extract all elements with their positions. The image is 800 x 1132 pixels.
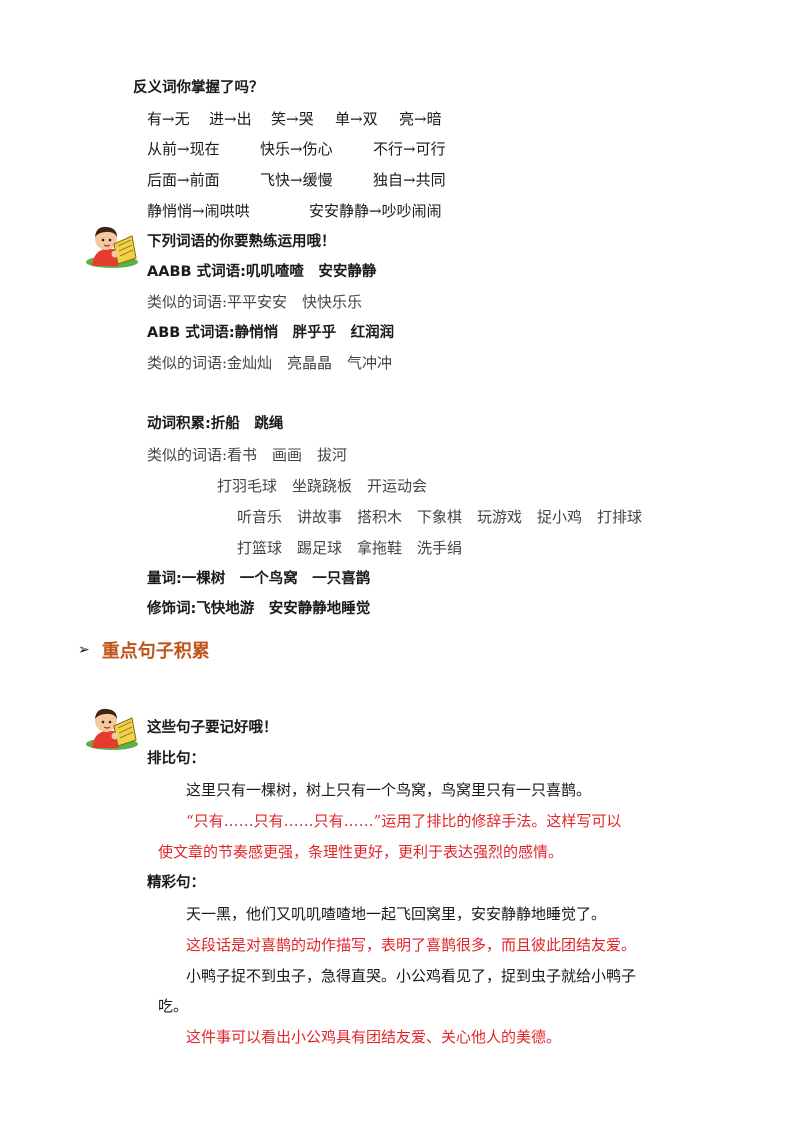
story-line-1: 小鸭子捉不到虫子，急得直哭。小公鸡看见了，捉到虫子就给小鸭子 <box>186 967 637 985</box>
sentences-title: 这些句子要记好哦！ <box>147 720 278 736</box>
child-reading-icon <box>86 708 138 750</box>
antonym-row-1: 有→无 进→出 笑→哭 单→双 亮→暗 <box>147 109 442 129</box>
modifier-words: 修饰词:飞快地游 安安静静地睡觉 <box>147 601 371 617</box>
antonym-item: 进→出 <box>209 110 252 128</box>
parallel-note-line-2: 使文章的节奏感更强，条理性更好，更利于表达强烈的感情。 <box>158 843 564 861</box>
parallel-label: 排比句： <box>147 751 205 767</box>
antonyms-title: 反义词你掌握了吗？ <box>133 80 264 96</box>
wonderful-note: 这段话是对喜鹊的动作描写，表明了喜鹊很多，而且彼此团结友爱。 <box>186 936 637 954</box>
section-heading: ➢ 重点句子积累 <box>78 638 210 662</box>
wonderful-label: 精彩句： <box>147 875 205 891</box>
verb-similar-line-4: 打篮球 踢足球 拿拖鞋 洗手绢 <box>237 539 463 557</box>
antonym-item: 安安静静→吵吵闹闹 <box>309 202 442 220</box>
antonym-item: 亮→暗 <box>399 110 442 128</box>
antonym-item: 不行→可行 <box>373 140 446 158</box>
antonym-row-4: 静悄悄→闹哄哄 安安静静→吵吵闹闹 <box>147 201 442 221</box>
antonym-item: 飞快→缓慢 <box>260 171 333 189</box>
antonym-row-2: 从前→现在 快乐→伤心 不行→可行 <box>147 139 446 159</box>
verb-words: 动词积累:折船 跳绳 <box>147 416 284 432</box>
section-arrow-icon: ➢ <box>78 642 90 658</box>
wonderful-sentence: 天一黑，他们又叽叽喳喳地一起飞回窝里，安安静静地睡觉了。 <box>186 905 607 923</box>
abb-similar-words: 类似的词语:金灿灿 亮晶晶 气冲冲 <box>147 354 393 372</box>
antonym-item: 有→无 <box>147 110 190 128</box>
words-title: 下列词语的你要熟练运用哦！ <box>147 234 336 250</box>
verb-similar-line-3: 听音乐 讲故事 搭积木 下象棋 玩游戏 捉小鸡 打排球 <box>237 508 643 526</box>
antonym-item: 快乐→伤心 <box>260 140 333 158</box>
abb-words: ABB 式词语:静悄悄 胖乎乎 红润润 <box>147 325 395 341</box>
antonym-item: 静悄悄→闹哄哄 <box>147 202 250 220</box>
aabb-similar-words: 类似的词语:平平安安 快快乐乐 <box>147 293 363 311</box>
antonym-item: 笑→哭 <box>271 110 314 128</box>
aabb-words: AABB 式词语:叽叽喳喳 安安静静 <box>147 264 377 280</box>
antonym-item: 从前→现在 <box>147 140 220 158</box>
story-note: 这件事可以看出小公鸡具有团结友爱、关心他人的美德。 <box>186 1028 562 1046</box>
child-reading-icon <box>86 226 138 268</box>
antonym-item: 单→双 <box>335 110 378 128</box>
antonym-row-3: 后面→前面 飞快→缓慢 独自→共同 <box>147 170 446 190</box>
verb-similar-line-2: 打羽毛球 坐跷跷板 开运动会 <box>217 477 428 495</box>
section-title: 重点句子积累 <box>101 641 210 662</box>
measure-words: 量词:一棵树 一个鸟窝 一只喜鹊 <box>147 571 371 587</box>
parallel-sentence: 这里只有一棵树，树上只有一个鸟窝，鸟窝里只有一只喜鹊。 <box>186 781 592 799</box>
antonym-item: 独自→共同 <box>373 171 446 189</box>
parallel-note-line-1: “只有……只有……只有……”运用了排比的修辞手法。这样写可以 <box>186 812 622 830</box>
verb-similar-line-1: 类似的词语:看书 画画 拔河 <box>147 446 348 464</box>
antonym-item: 后面→前面 <box>147 171 220 189</box>
story-line-2: 吃。 <box>158 997 189 1015</box>
